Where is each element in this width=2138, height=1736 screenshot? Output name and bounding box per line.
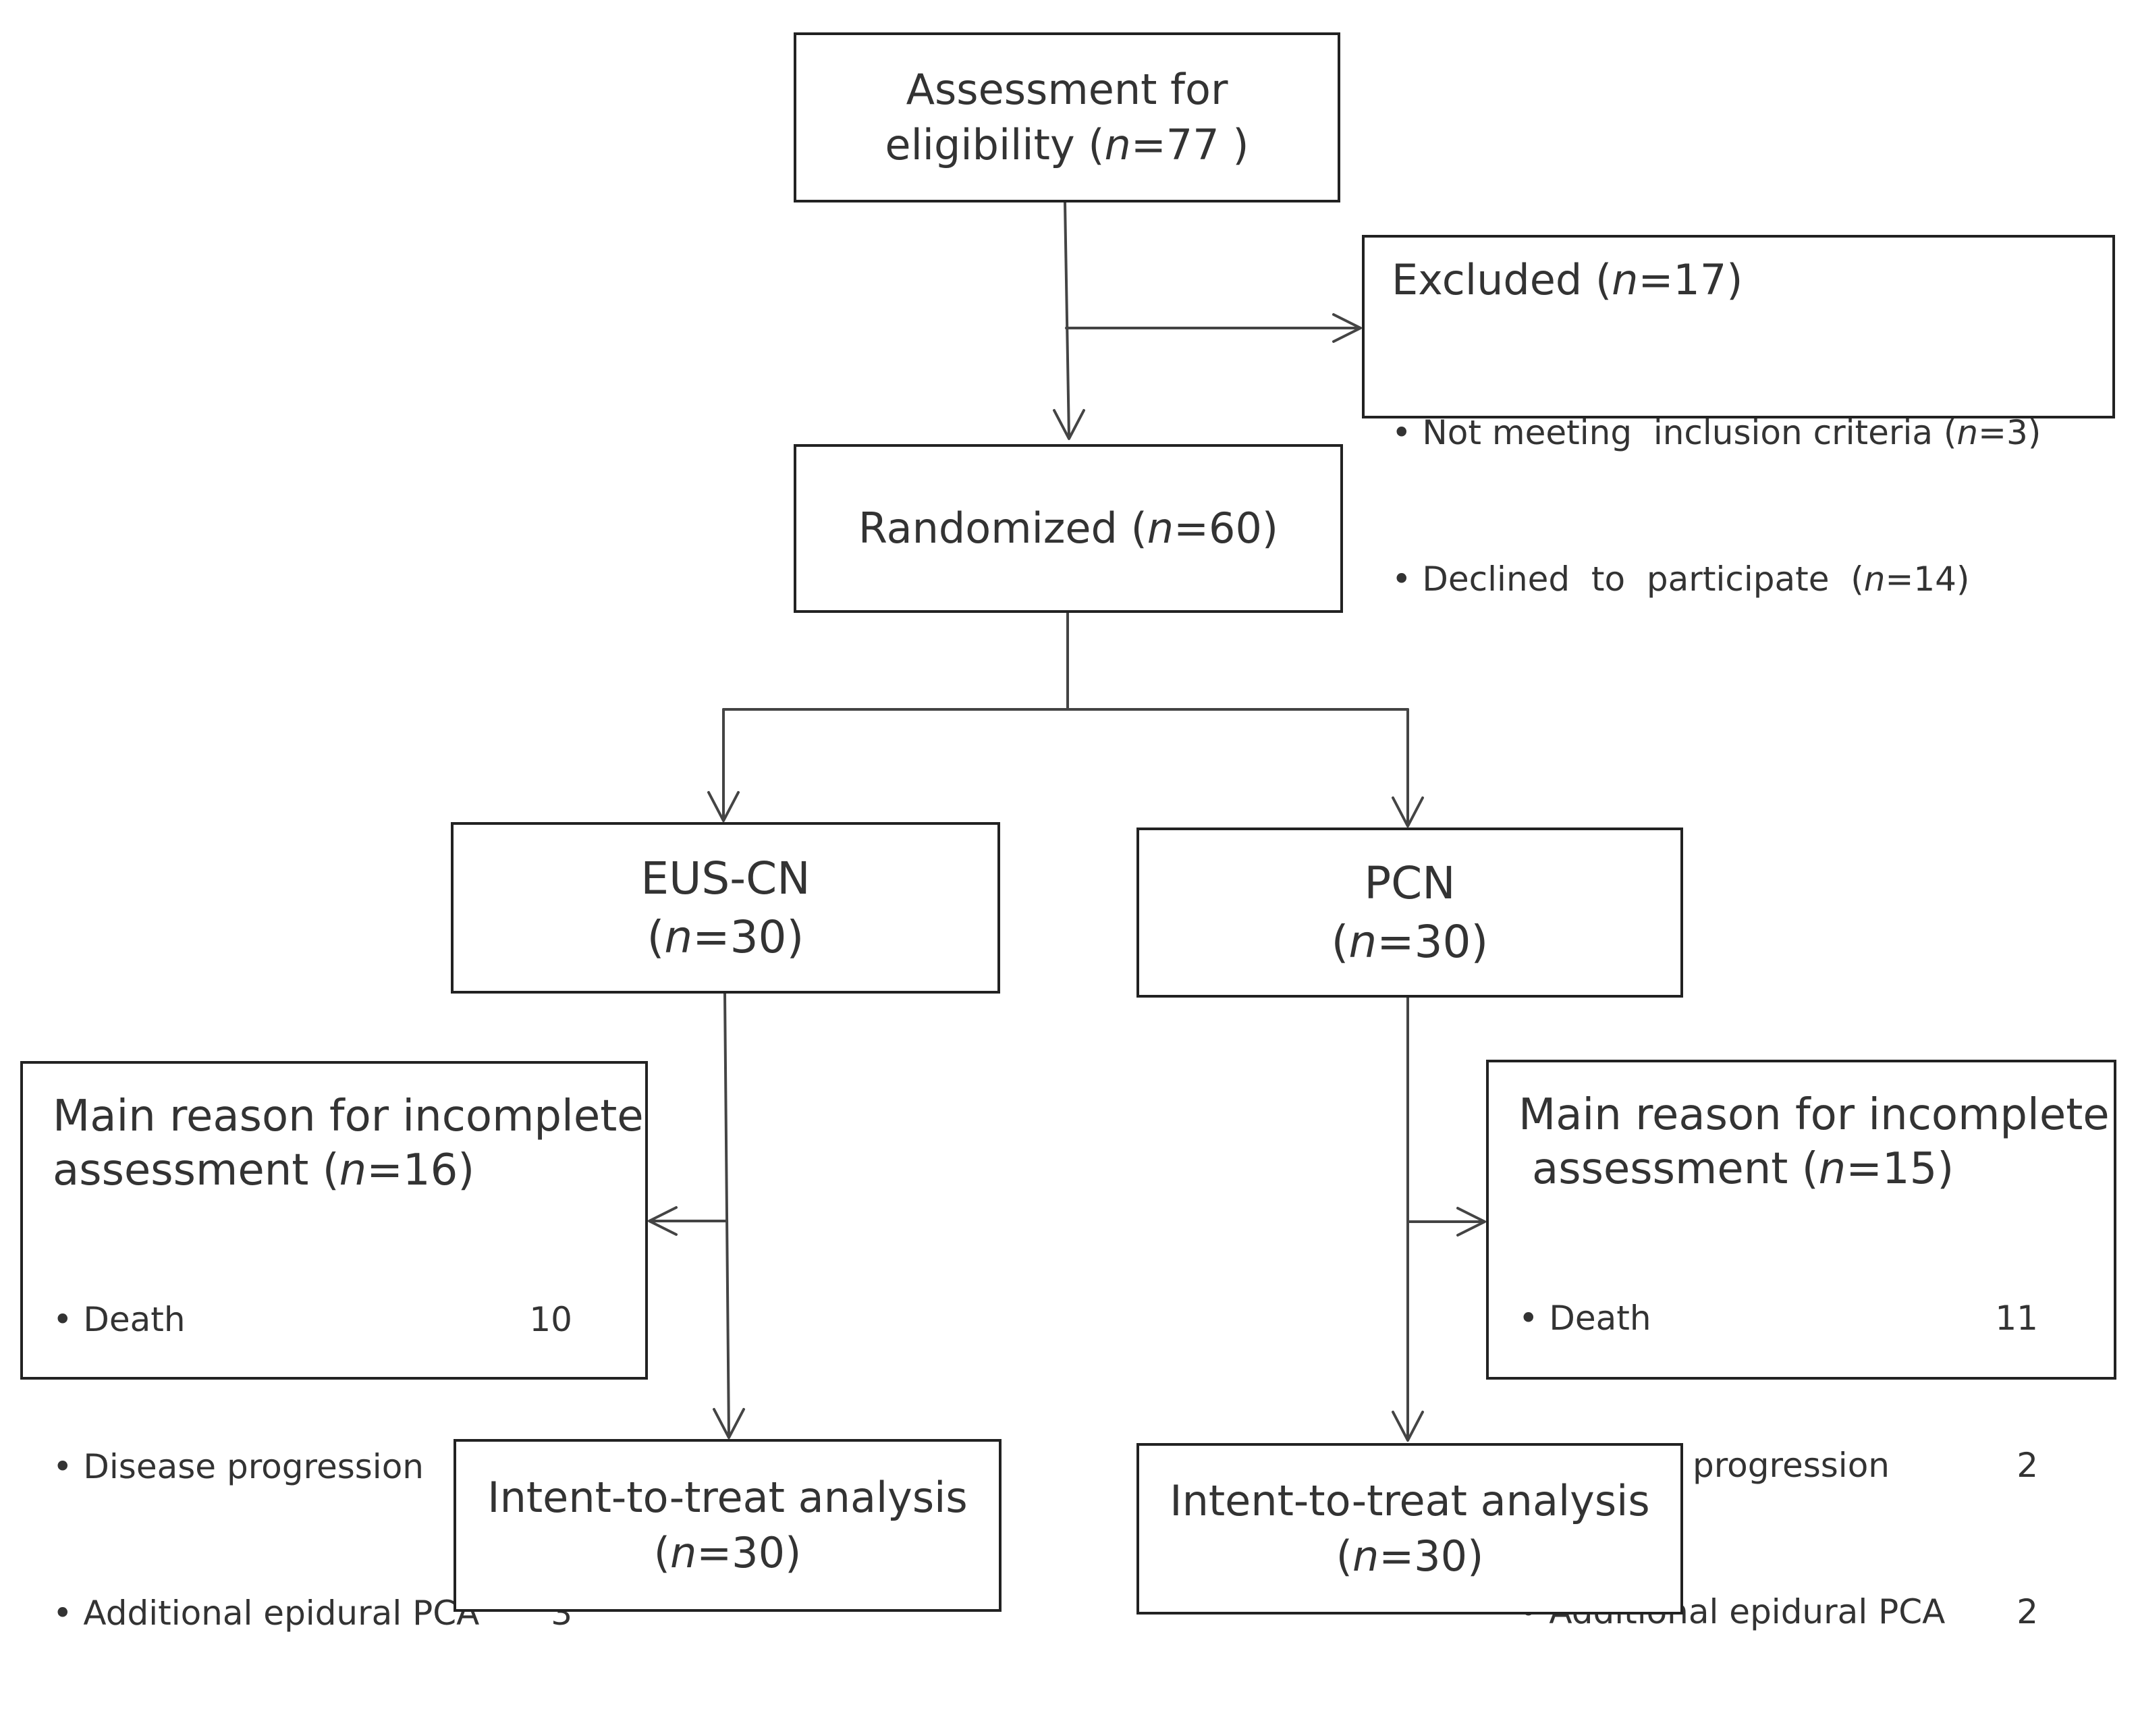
incomplete-left-box: Main reason for incomplete assessment (n… (20, 1061, 648, 1633)
n-symbol: n (339, 1145, 367, 1195)
list-item: • Disease progression3 (53, 1446, 572, 1486)
arrowhead-excluded (1332, 313, 1362, 343)
excluded-box: Excluded (n=17) • Not meeting inclusion … (1362, 235, 2115, 599)
list-item: • Declined to participate (n=14) (1392, 560, 1970, 599)
itt-left-count: (n=30) (653, 1528, 802, 1577)
arrowhead-itt-right (1392, 1411, 1424, 1442)
pcn-name: PCN (1364, 857, 1456, 909)
connector-lines (648, 201, 1486, 1442)
line-eus-down (723, 992, 730, 1438)
arrowhead-itt-left (713, 1408, 745, 1439)
assessment-box: Assessment for eligibility (n=77 ) (794, 32, 1340, 202)
itt-left-label: Intent-to-treat analysis (487, 1473, 968, 1523)
assessment-line2: eligibility (n=77 ) (885, 120, 1249, 169)
assessment-line1: Assessment for (906, 65, 1228, 115)
arrowhead-pcn (1392, 796, 1424, 828)
n-symbol: n (1818, 1144, 1846, 1194)
list-item: • Not meeting inclusion criteria (n=3) (1392, 412, 2041, 452)
itt-right-label: Intent-to-treat analysis (1170, 1476, 1650, 1526)
incomplete-left-line1: Main reason for incomplete (53, 1091, 644, 1141)
arrowhead-incomplete-left (648, 1206, 678, 1236)
excluded-list: • Not meeting inclusion criteria (n=3) •… (1392, 310, 2085, 702)
n-symbol: n (1352, 1531, 1379, 1581)
pcn-count: (n=30) (1331, 916, 1489, 968)
n-symbol: n (1147, 504, 1174, 553)
randomized-label: Randomized (n=60) (858, 504, 1279, 553)
arrowhead-randomized (1053, 409, 1085, 440)
n-symbol: n (664, 911, 693, 963)
n-symbol: n (669, 1528, 697, 1577)
itt-right-count: (n=30) (1336, 1531, 1484, 1581)
n-symbol: n (1104, 120, 1131, 169)
n-symbol: n (1612, 255, 1639, 304)
eus-cn-name: EUS-CN (640, 852, 811, 904)
n-symbol: n (1348, 916, 1377, 968)
arrowhead-incomplete-right (1456, 1207, 1486, 1237)
arrowhead-eus (707, 791, 740, 822)
pcn-box: PCN (n=30) (1136, 828, 1683, 998)
eus-cn-count: (n=30) (647, 911, 804, 963)
line-assessment-to-randomized (1064, 201, 1070, 439)
incomplete-left-line2: assessment (n=16) (53, 1145, 475, 1195)
incomplete-right-line1: Main reason for incomplete (1518, 1090, 2110, 1140)
incomplete-right-box: Main reason for incomplete assessment (n… (1486, 1060, 2116, 1631)
excluded-title: Excluded (n=17) (1392, 255, 1743, 304)
eus-cn-box: EUS-CN (n=30) (451, 822, 1000, 994)
incomplete-right-line2: assessment (n=15) (1532, 1144, 1954, 1194)
itt-left-box: Intent-to-treat analysis (n=30) (454, 1439, 1002, 1612)
itt-right-box: Intent-to-treat analysis (n=30) (1136, 1443, 1683, 1615)
randomized-box: Randomized (n=60) (794, 444, 1343, 613)
